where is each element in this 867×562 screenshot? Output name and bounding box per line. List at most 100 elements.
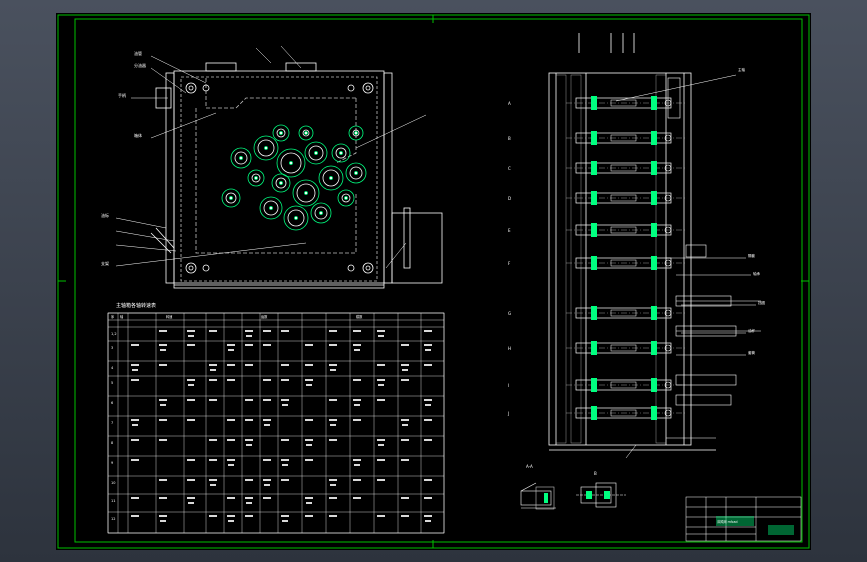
gear-outline [283,205,309,231]
table-cell-mark [281,439,289,441]
table-cell-mark [188,335,194,337]
table-cell-mark [306,444,312,446]
section-row-label: B [508,136,511,141]
table-row-label: 4 [111,366,114,370]
gear-center [229,196,233,200]
table-cell-mark [131,364,139,366]
table-cell-mark [228,520,234,522]
section-row-label: A [508,101,511,106]
table-cell-mark [353,459,361,461]
table-cell-mark [159,344,167,346]
table-cell-mark [425,520,431,522]
table-cell-mark [245,479,253,481]
table-cell-mark [282,520,288,522]
section-row-label: C [508,166,511,171]
bearing-right [651,96,657,110]
table-cell-mark [227,439,235,441]
table-row-label: 5 [111,381,113,385]
table-cell-mark [424,399,432,401]
gear-bore [251,173,261,183]
table-cell-mark [377,479,385,481]
gear-outline [276,148,306,178]
speed-table [107,312,445,534]
table-cell-mark [378,444,384,446]
gear-center [344,196,348,200]
table-cell-mark [131,497,139,499]
gear-bore [335,147,347,159]
shaft-gear [610,134,637,142]
table-row-label: 7 [111,421,113,425]
table-cell-mark [263,399,271,401]
table-cell-mark [353,399,361,401]
table-cell-mark [263,419,271,421]
section-shafts [566,96,686,420]
table-cell-mark [305,379,313,381]
table-cell-mark [209,439,217,441]
table-cell-mark [131,439,139,441]
table-cell-mark [330,369,336,371]
table-cell-mark [245,419,253,421]
table-cell-mark [305,419,313,421]
table-cell-mark [377,399,385,401]
gear-center [279,131,283,135]
table-cell-mark [209,379,217,381]
bearing-right [651,406,657,420]
table-header: 齿数 [261,314,268,319]
table-cell-mark [209,330,217,332]
table-cell-mark [245,344,253,346]
table-cell-mark [227,497,235,499]
gear-bore [280,152,302,174]
table-cell-mark [264,484,270,486]
table-cell-mark [354,404,360,406]
table-cell-mark [353,479,361,481]
gear-outline [221,188,241,208]
table-cell-mark [281,364,289,366]
table-cell-mark [306,502,312,504]
table-cell-mark [282,464,288,466]
table-header: 序 [111,314,115,319]
table-cell-mark [132,369,138,371]
gear-center [304,191,308,195]
table-cell-mark [159,515,167,517]
table-cell-mark [263,379,271,381]
table-cell-mark [264,424,270,426]
gear-outline [298,125,314,141]
table-cell-mark [329,399,337,401]
bearing-right [651,131,657,145]
speed-table-row-labels: 1,23456789101112序轴转速齿数模数 [111,314,363,521]
table-cell-mark [227,344,235,346]
table-row-label: 10 [111,481,115,485]
table-cell-mark [402,369,408,371]
table-cell-mark [353,344,361,346]
gear-center [354,131,358,135]
section-row-label: H [508,346,511,351]
table-cell-mark [131,459,139,461]
table-cell-mark [187,330,195,332]
table-cell-mark [281,330,289,332]
gear-outline [348,125,364,141]
table-cell-mark [159,439,167,441]
gear-bore [275,177,287,189]
bearing-right [651,223,657,237]
table-cell-mark [131,515,139,517]
gear-center [314,151,318,155]
bearing-right [651,191,657,205]
table-cell-mark [353,379,361,381]
table-cell-mark [402,424,408,426]
table-cell-mark [329,497,337,499]
shaft-nut [664,259,672,267]
table-cell-mark [281,515,289,517]
table-cell-mark [424,330,432,332]
table-cell-mark [131,379,139,381]
table-cell-mark [187,399,195,401]
callout-oil-gauge: 油标 [101,212,109,218]
table-cell-mark [281,379,289,381]
shaft-gear [610,226,637,234]
table-cell-mark [329,419,337,421]
table-cell-mark [263,344,271,346]
table-cell-mark [245,330,253,332]
shaft-nut [664,381,672,389]
table-cell-mark [132,424,138,426]
